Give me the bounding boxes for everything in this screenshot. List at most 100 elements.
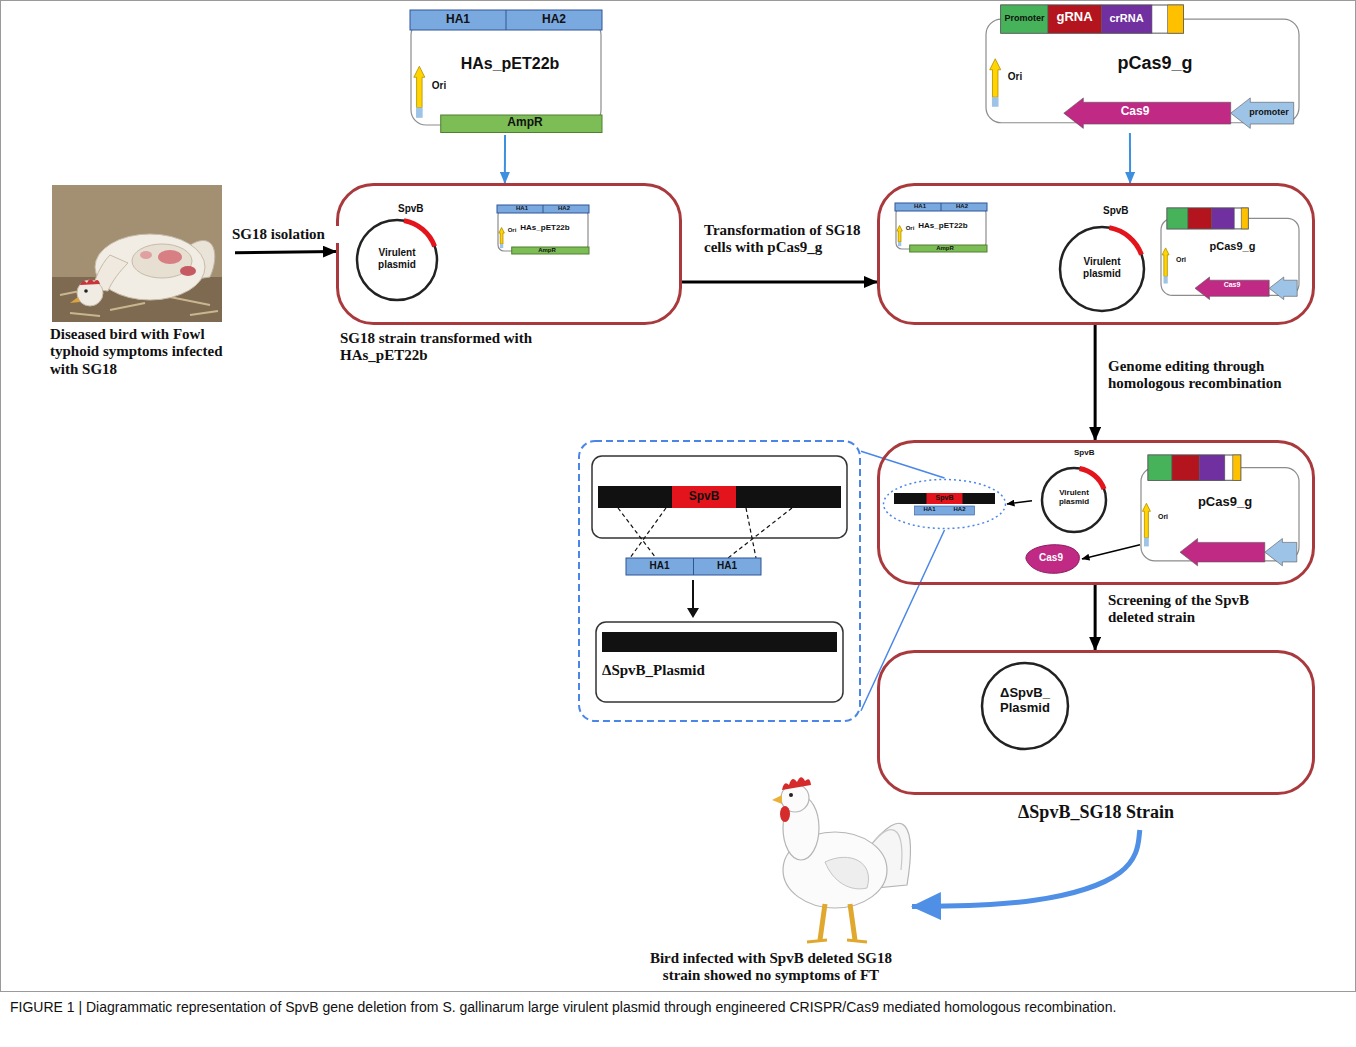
zoom-outline [578,440,861,722]
ori-base [992,97,999,107]
plasmid-label: HA2 [941,203,983,210]
plasmid-label: Ori [1171,256,1191,264]
arm-divider [693,558,694,575]
ellipse-outline [882,478,1007,530]
arm-divider [506,10,507,30]
lesion [140,251,152,259]
step-label: SG18 isolation [232,226,342,243]
crossover [618,508,792,558]
comb [80,279,100,285]
frame-border [1,1,1356,992]
plasmid-dna [598,486,841,508]
plasmid-label: AmpR [925,245,965,252]
plasmid-label: Ori [903,225,917,232]
plasmid-label: HA1 [430,13,486,27]
plasmid-label: Ori [1003,71,1027,83]
figure-caption: FIGURE 1 | Diagrammatic representation o… [10,998,1346,1016]
crrna-segment [1212,208,1234,229]
plasmid-dna [894,493,995,504]
plasmid-label: AmpR [527,247,567,254]
healthy-bird-figure: Bird infected with SpvB deleted SG18 str… [630,770,912,990]
ori-arrow [499,228,505,245]
plasmid-dna [602,632,837,652]
zoom-region [884,480,1006,529]
process-arrow [1094,325,1097,440]
zoom-inset: SpvBHA1HA1ΔSpvB_Plasmid [578,440,861,722]
process-arrow [682,280,877,283]
plasmid-ring [982,663,1068,749]
cell-wall [879,185,1314,324]
cas9-shape [1026,545,1079,574]
strain-label: ΔSpvB_SG18 Strain [877,802,1315,823]
bacterial-cell: HA1HA2HAs_pET22bAmpROriSpvBVirulent plas… [877,183,1315,325]
bacterial-cell: SpvBHA1HA2SpvBVirulent plasmidOripCas9_g… [877,440,1315,585]
homology-arms [895,203,987,211]
plasmid-label: HAs_pET22b [440,55,580,73]
plasmid-map: OripCas9_g [1140,455,1300,570]
zoom-region: SpvBHA1HA2 [882,478,1007,530]
cell-label: SG18 strain transformed with HAs_pET22b [340,330,580,365]
rooster-toes [807,940,867,942]
homology-arms [626,558,761,575]
crrna-segment [1102,5,1152,33]
cassette [1167,208,1248,229]
plasmid-label: SpvB [1074,448,1114,457]
plasmid-label: Virulent plasmid [1044,488,1104,506]
figure-label: Bird infected with SpvB deleted SG18 str… [630,950,912,985]
ampr-gene [512,247,589,254]
deleted-panel [596,622,843,702]
gene-label: SpvB [927,494,963,502]
arm-divider [543,205,544,213]
ori-arrow [414,66,425,107]
cell-wall [879,652,1314,794]
photo-background [52,185,222,322]
inner-arrow [1007,501,1032,504]
cell-wall [879,442,1314,584]
grna-segment [1172,455,1199,480]
wildtype-panel [592,456,847,538]
ori-base [416,108,423,118]
lesion [180,266,196,276]
ampr-gene [441,115,602,133]
plasmid-label: HAs_pET22b [907,221,979,230]
plasmid-label: HA2 [543,205,585,212]
plasmidHA-outline [410,10,602,135]
crrna-segment [1199,455,1225,480]
plasmid-label: promoter [1247,107,1291,117]
plasmid-label: SpvB [1103,205,1143,217]
ori-base [898,242,901,246]
gene-label: HA1 [626,560,693,572]
gene-label: HA1 [693,560,761,572]
inner-arrow [1082,545,1140,559]
ori-arrow [1162,248,1169,277]
homology-arms [497,205,589,213]
process-arrow [235,251,336,252]
plasmid-outline [498,209,588,251]
bacterial-cell: ΔSpvB_SG18 StrainΔSpvB_ Plasmid [877,650,1315,830]
diseased-bird-photo: Diseased bird with Fowl typhoid symptoms… [50,185,235,390]
spvb-gene [927,493,963,504]
transfer-arrow [1129,133,1131,183]
terminator-segment [1168,5,1184,33]
virulent-plasmid: SpvBVirulent plasmid [350,203,445,303]
plasmid-label: Ori [505,227,519,234]
spvb-gene [404,221,435,247]
rooster-wing [825,857,869,889]
plasmid-label: Ori [427,80,451,92]
cas9-gene [1064,98,1231,128]
spvb-gene [1080,468,1105,489]
arm-divider [941,203,942,211]
grna-segment [1048,5,1102,33]
ori-base [1144,538,1149,547]
terminator-segment [1241,208,1248,229]
figure-label: Diseased bird with Fowl typhoid symptoms… [50,326,235,378]
ori-arrow [990,59,1001,97]
plasmid-label: pCas9_g [1095,53,1215,74]
ampr-gene [910,245,987,252]
plasmid-ring [1060,227,1144,311]
plasmid-outline [411,20,601,125]
rooster-wattle [780,806,790,822]
spvb-gene [1109,228,1141,255]
